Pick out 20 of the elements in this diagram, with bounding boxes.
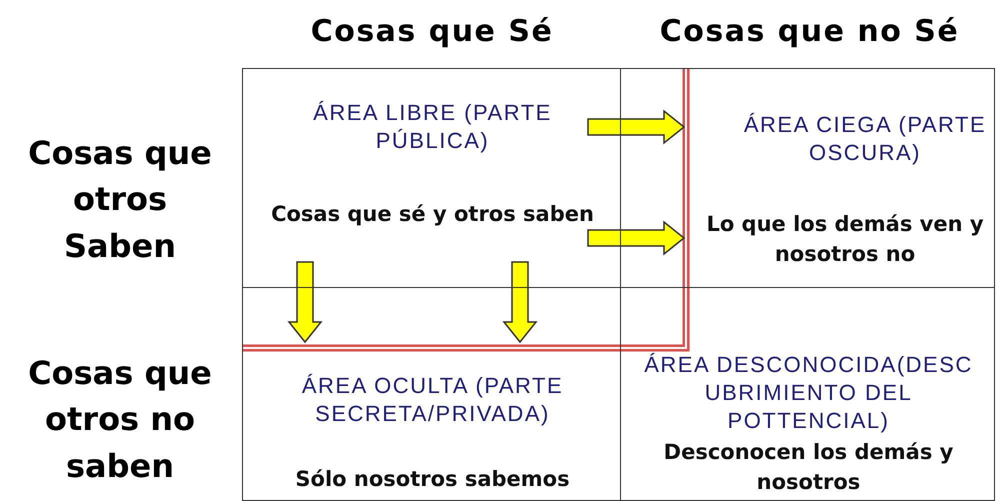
quadrant-cell	[620, 287, 995, 501]
area-heading: ÁREA CIEGA (PARTE OSCURA)	[742, 111, 988, 167]
area-description: Desconocen los demás y nosotros	[662, 439, 954, 496]
row-header: Cosas que otros Saben	[27, 133, 213, 267]
quadrant-cell	[242, 287, 621, 501]
quadrant-cell	[242, 68, 621, 288]
area-heading: ÁREA LIBRE (PARTE PÚBLICA)	[312, 99, 553, 155]
quadrant-cell	[620, 68, 995, 288]
column-header: Cosas que no Sé	[658, 13, 960, 51]
area-heading: ÁREA DESCONOCIDA(DESC UBRIMIENTO DEL POTTENCIAL)	[643, 351, 974, 435]
row-header: Cosas que otros no saben	[27, 353, 213, 487]
block-arrow	[587, 109, 686, 145]
column-header: Cosas que Sé	[310, 13, 554, 51]
area-description: Lo que los demás ven y nosotros no	[705, 211, 985, 268]
area-description: Sólo nosotros sabemos	[294, 466, 571, 493]
area-description: Cosas que sé y otros saben	[270, 201, 595, 228]
block-arrow	[502, 261, 538, 344]
block-arrow	[587, 220, 686, 256]
area-heading: ÁREA OCULTA (PARTE SECRETA/PRIVADA)	[300, 372, 564, 428]
block-arrow	[287, 261, 323, 344]
